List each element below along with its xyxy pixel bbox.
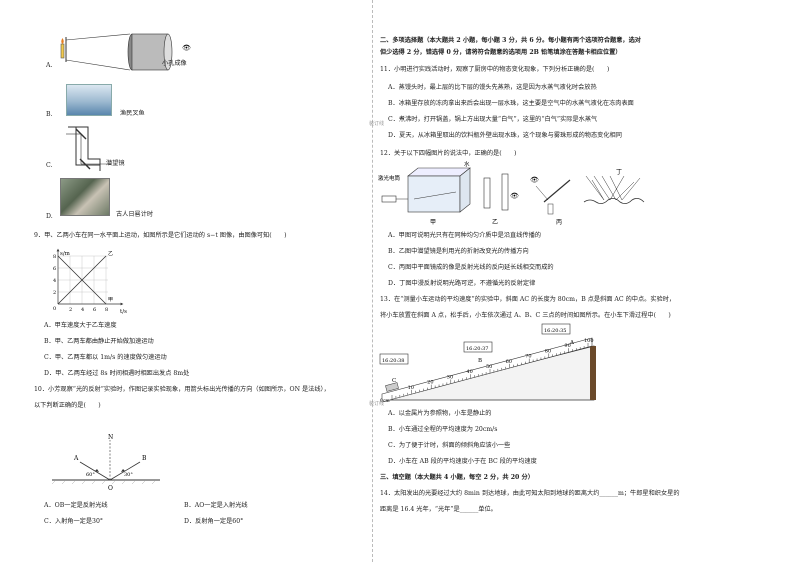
q13-stem-line1: 13．在“测量小车运动的平均速度”的实验中，斜面 AC 的长度为 80cm，B … — [380, 296, 676, 303]
q9-xtick: 8 — [105, 307, 108, 313]
ruler-label: 100 — [584, 338, 594, 344]
q12-laser-label: 激光电筒 — [378, 174, 401, 182]
q12-fig-yi-label: 乙 — [492, 219, 498, 226]
q13-option-d: D．小车在 AB 段的平均速度小于在 BC 段的平均速度 — [388, 458, 537, 465]
sundial-image — [60, 178, 110, 216]
q13-time-c: 16:20:38 — [382, 358, 404, 364]
q13-option-a: A．以金属片为参照物，小车是静止的 — [388, 410, 492, 417]
q12-water-label: 水 — [464, 160, 470, 168]
q9-stem: 9．甲、乙两小车在同一水平面上运动，如图所示是它们运动的 s−t 图像，由图像可… — [34, 232, 287, 239]
fold-line-text: 装订线 — [369, 401, 385, 407]
ruler-label: 90 — [564, 343, 570, 349]
q10-option-b: B．AO一定是入射光线 — [184, 502, 248, 509]
q14-stem-line2: 距离是 16.4 光年，“光年”是______单位。 — [380, 506, 497, 513]
ruler-label: 30 — [447, 374, 453, 380]
q10-label-n: N — [108, 434, 113, 441]
q12-option-d: D．丁图中漫反射说明光路可逆，不遵循光的反射定律 — [388, 280, 536, 287]
option-d-caption: 古人日晷计时 — [116, 211, 154, 218]
q9-ytick: 4 — [53, 278, 56, 284]
q13-stem-line2: 将小车放置在斜面 A 点，松手后，小车依次通过 A、B、C 三点的时间如图所示。… — [380, 312, 671, 319]
q12-fig-bing-label: 丙 — [556, 219, 562, 226]
q13-incline-figure: 10 20 30 40 50 60 70 80 90 100 C B A 0cm 16:20:38… — [379, 323, 596, 404]
q9-option-c: C．甲、乙两车都以 1m/s 的速度做匀速运动 — [44, 354, 167, 361]
ruler-label: 50 — [486, 364, 492, 370]
q11-option-b: B．冰箱里存放的冻肉拿出来后会出现一层水珠，这主要是空气中的水蒸气液化在冻肉表面 — [388, 100, 634, 107]
q10-option-c: C．入射角一定是30° — [44, 518, 104, 525]
q9-line-yi-label: 乙 — [108, 250, 113, 257]
q13-point-a: A — [569, 340, 575, 346]
q12-fig-jia-label: 甲 — [430, 219, 436, 226]
q13-point-b: B — [478, 358, 482, 364]
q10-label-b: B — [142, 455, 147, 462]
q12-option-c: C．丙图中平面镜成的像是反射光线的反向延长线相交而成的 — [388, 264, 554, 271]
q9-option-b: B．甲、乙两车都由静止开始做加速运动 — [44, 338, 154, 345]
q13-option-c: C．为了便于计时，斜面的倾斜角应该小一些 — [388, 442, 511, 449]
q9-xtick: 6 — [93, 307, 96, 313]
option-c-caption: 潜望镜 — [106, 160, 125, 167]
q12-fig-ding-label: 丁 — [616, 169, 622, 176]
q11-option-d: D．夏天，从冰箱里取出的饮料瓶外壁出现水珠，这个现象与雾珠形成的物态变化相同 — [388, 132, 622, 139]
q12-four-figures: 激光电筒 水 甲 👁 乙 👁 丙 丁 — [378, 160, 645, 226]
pinhole-imaging-figure: 👁 — [60, 33, 191, 71]
svg-text:👁: 👁 — [510, 192, 519, 200]
fisherman-spearing-image — [66, 84, 112, 116]
q10-stem-line2: 以下判断正确的是( ) — [34, 402, 101, 409]
q10-reflection-figure: N A B O 60° 30° — [51, 434, 160, 492]
q9-ytick: 8 — [53, 254, 56, 260]
q13-time-a: 16:20:35 — [544, 328, 566, 334]
q10-angle-60: 60° — [86, 472, 95, 478]
q12-option-a: A．甲图可说明光只有在同种均匀介质中是沿直线传播的 — [388, 232, 541, 239]
q10-option-d: D．反射角一定是60° — [184, 518, 244, 525]
q9-option-d: D．甲、乙两车经过 8s 时间相遇时相距出发点 8m处 — [44, 370, 190, 377]
option-d-label: D. — [46, 213, 53, 220]
option-b-caption: 渔民叉鱼 — [120, 110, 145, 117]
left-column: A. 👁 小孔成像 B. 渔民叉鱼 C. 潜望镜 D. 古人日晷计时 9．甲、乙… — [32, 0, 377, 562]
q9-st-graph: s/m t/s 8 6 4 2 0 2 4 6 8 乙 甲 — [53, 248, 127, 315]
q9-ytick: 2 — [53, 290, 56, 296]
q9-ytick: 6 — [53, 266, 56, 272]
q10-stem-line1: 10．小芳观察“光的反射”实验时，作图记录实验现象，用箭头标出光传播的方向（如图… — [34, 386, 330, 393]
q14-stem-line1: 14．太阳发出的光要经过大约 8min 到达地球，由此可知太阳到地球的距离大约_… — [380, 490, 680, 497]
q12-option-b: B．乙图中潜望镜是利用光的折射改变光的传播方向 — [388, 248, 529, 255]
q13-time-b: 16:20:37 — [466, 346, 488, 352]
q11-stem: 11．小明进行实践活动时，观察了厨房中的物态变化现象，下列分析正确的是( ) — [380, 66, 610, 73]
ruler-label: 70 — [525, 354, 531, 360]
q10-angle-30: 30° — [124, 472, 133, 478]
q9-option-a: A．甲车速度大于乙车速度 — [44, 322, 117, 329]
periscope-figure — [66, 126, 111, 171]
q12-stem: 12．关于以下四幅图片的说法中，正确的是( ) — [380, 150, 517, 157]
ruler-label: 20 — [427, 380, 433, 386]
fold-line-text: 装订线 — [369, 121, 385, 127]
right-column: 二、多项选择题（本大题共 2 小题，每小题 3 分，共 6 分。每小题有两个选项… — [378, 0, 768, 562]
q9-origin: 0 — [53, 306, 56, 312]
q9-xtick: 2 — [69, 307, 72, 313]
section2-title-line2: 但少选得 2 分，错选得 0 分，请将符合题意的选项用 2B 铅笔填涂在答题卡相… — [380, 49, 622, 56]
q11-option-a: A．蒸馒头时，最上层的比下层的馒头先蒸熟，这是因为水蒸气液化时会放热 — [388, 84, 597, 91]
q10-label-a: A — [73, 455, 79, 462]
binding-fold-line — [372, 0, 379, 562]
q9-line-jia-label: 甲 — [108, 297, 113, 303]
ruler-label: 60 — [506, 359, 512, 365]
section2-title-line1: 二、多项选择题（本大题共 2 小题，每小题 3 分，共 6 分。每小题有两个选项… — [380, 37, 641, 44]
section3-title: 三、填空题（本大题共 4 小题，每空 2 分，共 20 分） — [380, 474, 534, 481]
ruler-label: 80 — [545, 348, 551, 354]
q13-ruler-unit: 0cm — [380, 398, 390, 404]
q13-option-b: B．小车通过全程的平均速度为 20cm/s — [388, 426, 498, 433]
svg-text:👁: 👁 — [182, 44, 191, 52]
q9-xtick: 4 — [81, 307, 84, 313]
ruler-label: 10 — [408, 385, 414, 391]
option-b-label: B. — [46, 111, 53, 118]
q9-xlabel: t/s — [120, 309, 127, 315]
option-c-label: C. — [46, 162, 53, 169]
q13-point-c: C — [392, 378, 396, 384]
option-a-caption: 小孔成像 — [162, 60, 187, 67]
svg-text:👁: 👁 — [530, 176, 539, 184]
q9-ylabel: s/m — [60, 251, 71, 257]
q11-option-c: C．煮沸时，打开锅盖，锅上方出现大量“白气”，这里的“白气”实际是水蒸气 — [388, 116, 598, 123]
q10-option-a: A．OB一定是反射光线 — [44, 502, 108, 509]
option-a-label: A. — [46, 62, 53, 69]
ruler-label: 40 — [466, 369, 472, 375]
q10-label-o: O — [108, 485, 113, 492]
